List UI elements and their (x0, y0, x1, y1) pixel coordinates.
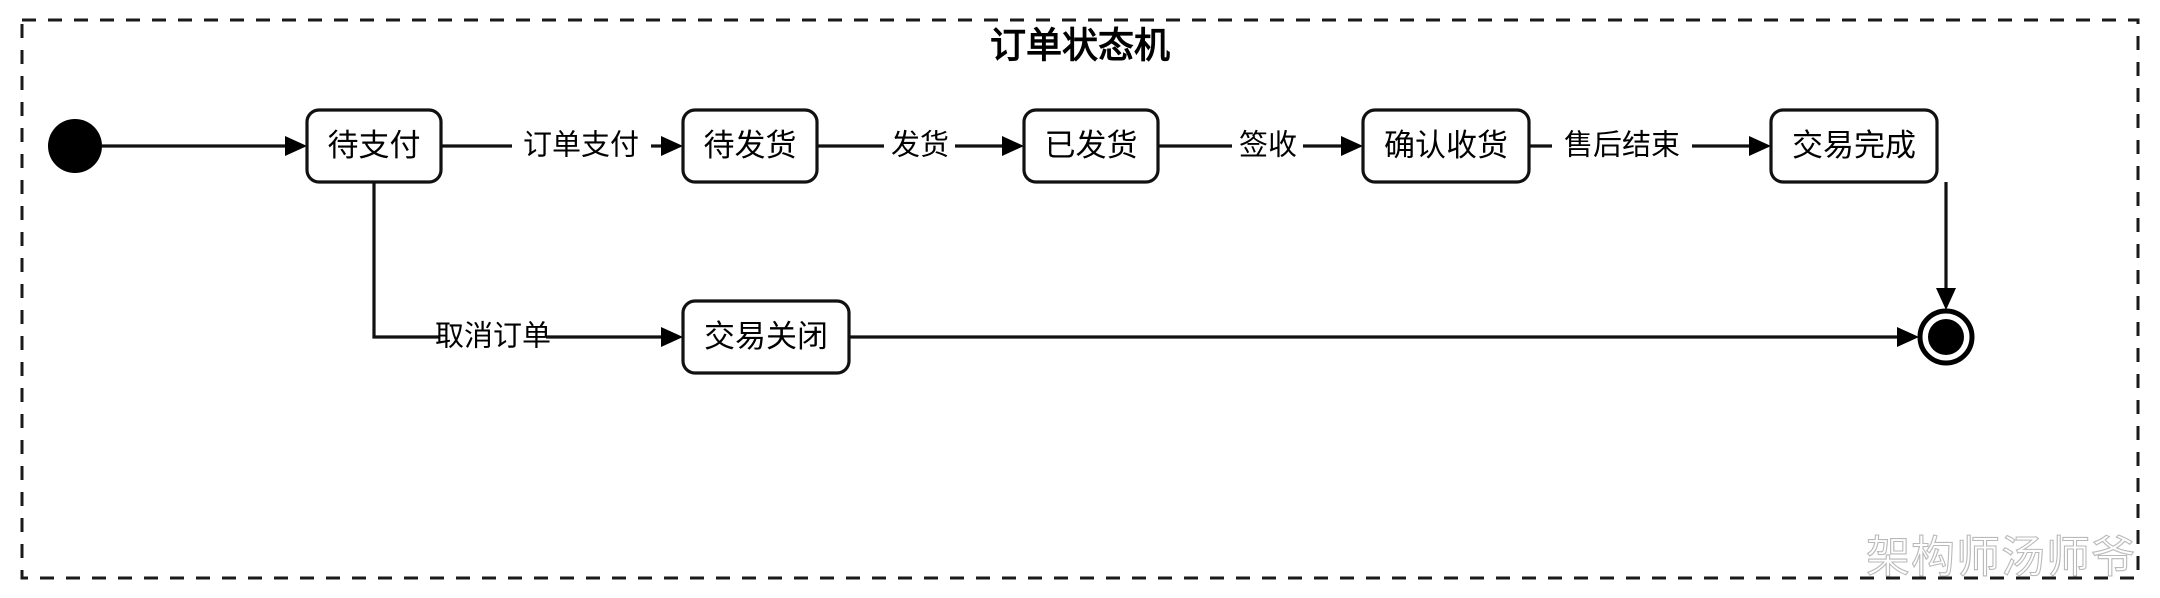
edge-label-sign-receipt: 签收 (1239, 129, 1297, 162)
arrow-head-icon (1749, 136, 1771, 156)
page-title: 订单状态机 (990, 25, 1170, 66)
state-pending-payment[interactable]: 待支付 (305, 108, 443, 184)
state-pending-shipment[interactable]: 待发货 (681, 108, 819, 184)
state-trade-closed[interactable]: 交易关闭 (681, 299, 851, 375)
arrow-head-icon (661, 327, 683, 347)
diagram-frame-border (20, 18, 2140, 580)
edge-label-ship: 发货 (891, 129, 949, 162)
transition-order-paid: 订单支付 (441, 129, 683, 162)
arrow-head-icon (1002, 136, 1024, 156)
state-confirm-receipt[interactable]: 确认收货 (1361, 108, 1531, 184)
final-state-core (1928, 319, 1964, 355)
edge-line (372, 182, 440, 339)
state-box[interactable] (1769, 108, 1939, 184)
state-label-pending-shipment: 待发货 (704, 128, 797, 163)
state-box[interactable] (681, 108, 819, 184)
transition-cancel-order: 取消订单 (372, 182, 683, 353)
state-label-trade-closed: 交易关闭 (704, 319, 828, 354)
transition-after-sales-end: 售后结束 (1529, 129, 1771, 162)
state-box[interactable] (1022, 108, 1160, 184)
transition-ship: 发货 (817, 129, 1024, 162)
transition-sign-receipt: 签收 (1158, 129, 1363, 162)
transition-finished-to-final (1936, 182, 1956, 310)
arrow-head-icon (661, 136, 683, 156)
state-label-pending-payment: 待支付 (328, 128, 421, 163)
state-box[interactable] (305, 108, 443, 184)
arrow-head-icon (285, 136, 307, 156)
arrow-head-icon (1936, 288, 1956, 310)
final-state-node (1917, 308, 1975, 366)
arrow-head-icon (1341, 136, 1363, 156)
final-state-ring (1917, 308, 1975, 366)
transition-initial-to-pending-payment (102, 136, 307, 156)
state-trade-finished[interactable]: 交易完成 (1769, 108, 1939, 184)
state-label-confirm-receipt: 确认收货 (1384, 128, 1508, 163)
state-box[interactable] (1361, 108, 1531, 184)
transition-closed-to-final (849, 327, 1919, 347)
state-box[interactable] (681, 299, 851, 375)
state-label-shipped: 已发货 (1045, 128, 1138, 163)
edge-label-cancel-order: 取消订单 (435, 320, 551, 353)
arrow-head-icon (1897, 327, 1919, 347)
edge-label-after-sales-end: 售后结束 (1564, 129, 1680, 162)
state-shipped[interactable]: 已发货 (1022, 108, 1160, 184)
state-label-trade-finished: 交易完成 (1792, 128, 1916, 163)
initial-state-node (48, 119, 102, 173)
edge-label-order-paid: 订单支付 (523, 129, 639, 162)
watermark: 架构师汤师爷 (1866, 533, 2136, 582)
